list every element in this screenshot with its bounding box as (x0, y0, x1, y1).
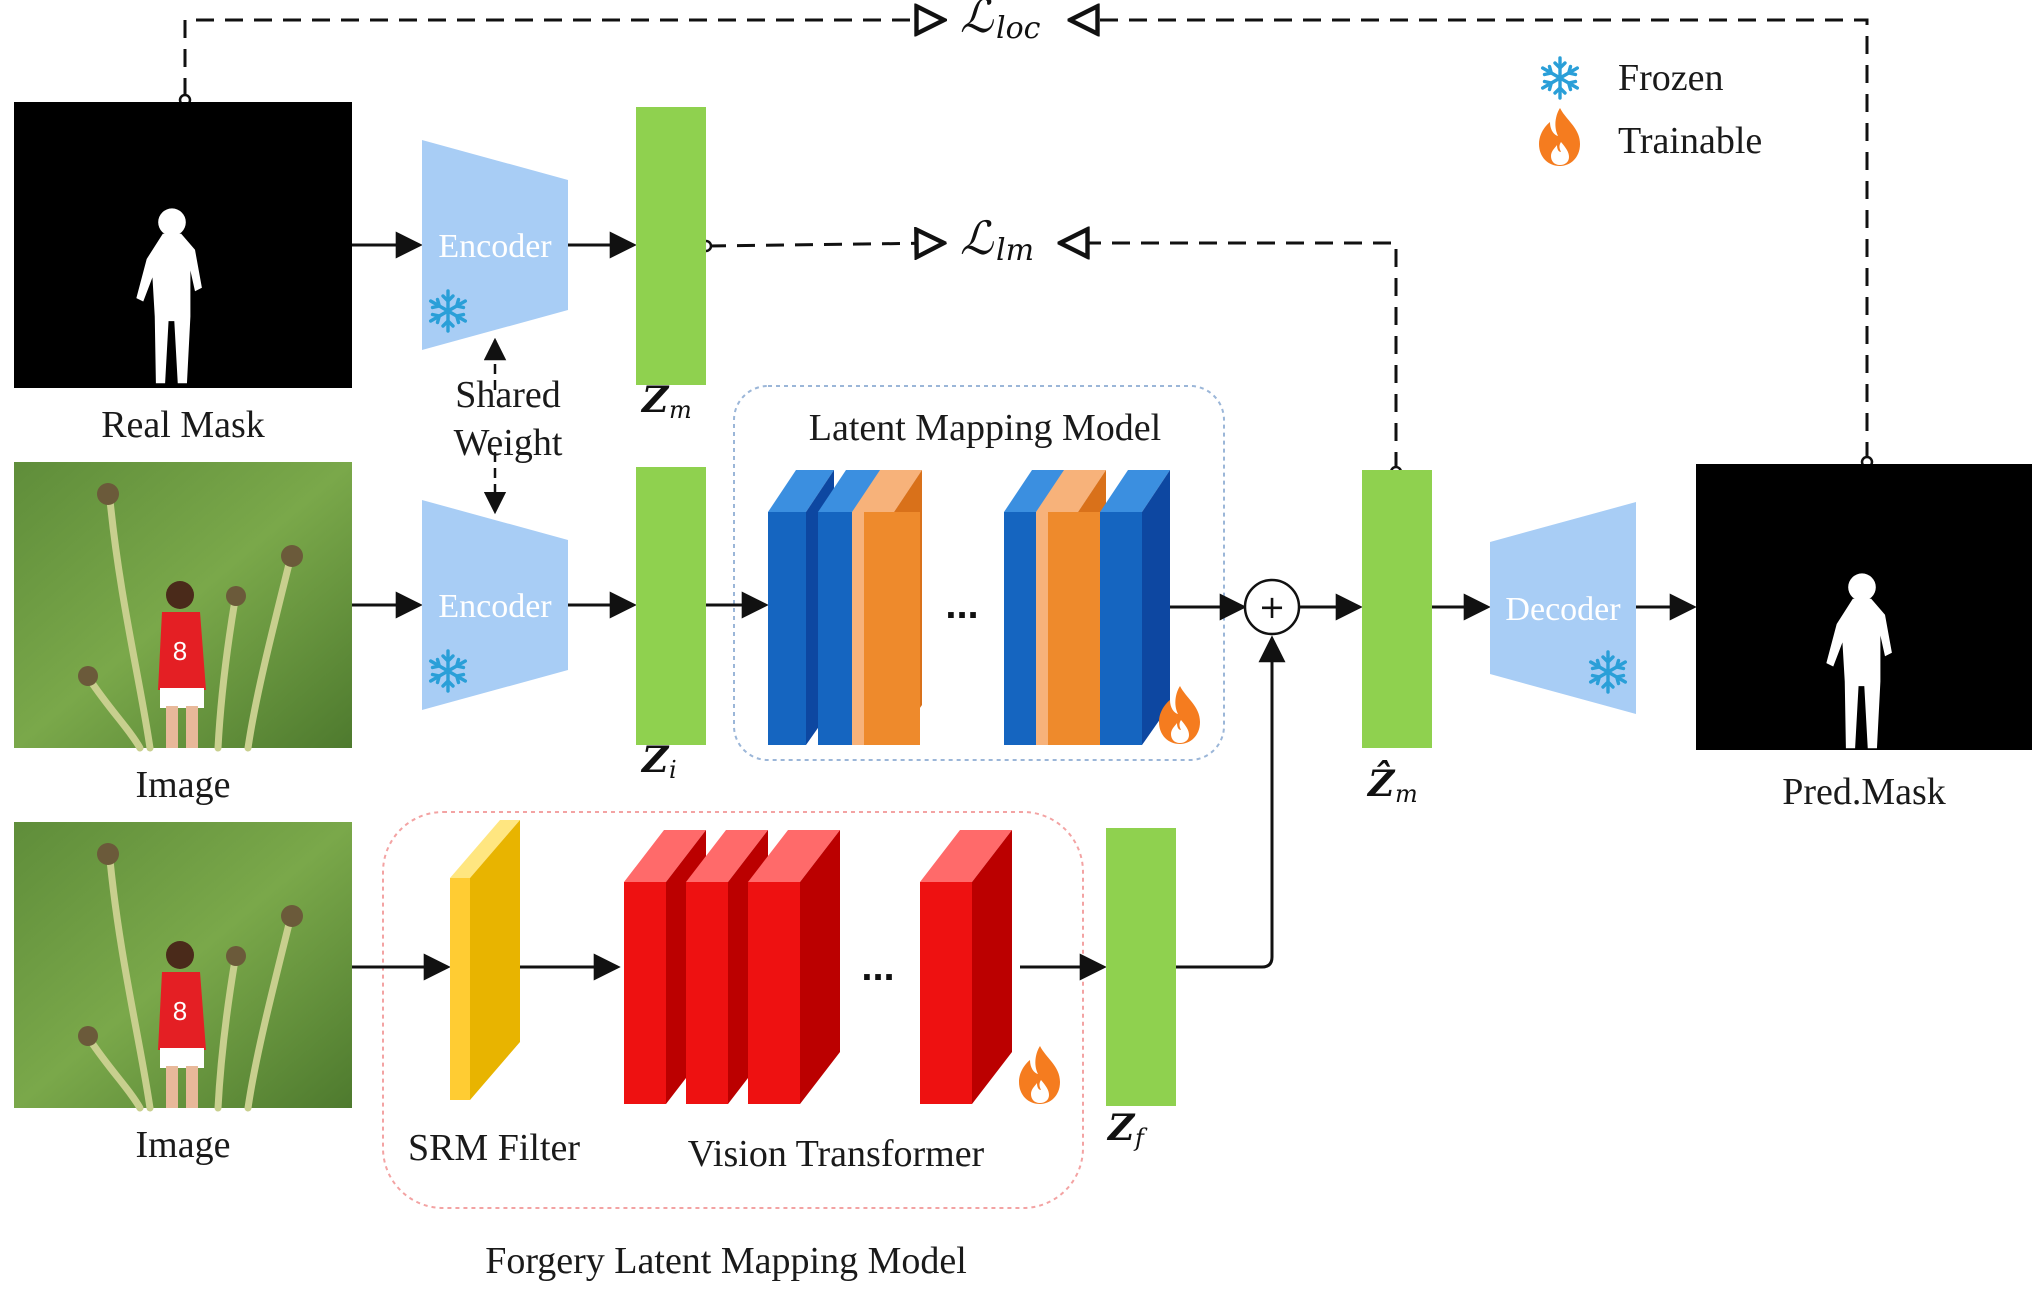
legend: Frozen Trainable (1539, 56, 1762, 166)
svg-text:Z: Z (640, 379, 670, 421)
latent-z-hat-m (1362, 470, 1432, 748)
shared-weight: Shared Weight (454, 337, 563, 515)
girl-figure: 8 (158, 581, 206, 748)
input-image-2: 8 (14, 822, 352, 1112)
latent-z-i (636, 467, 706, 745)
flame-icon (1539, 108, 1580, 166)
loss-lm-subscript: lm (996, 233, 1034, 268)
legend-frozen-label: Frozen (1618, 57, 1724, 99)
plus-operator: + (1243, 578, 1301, 636)
ellipsis: ... (945, 583, 978, 627)
latent-z-i-label: Z i (640, 739, 677, 784)
vit-block-4 (920, 830, 1012, 1104)
svg-text:8: 8 (173, 996, 187, 1026)
loss-lm-loop (707, 243, 1398, 470)
loss-lm-symbol: ℒ (960, 211, 994, 265)
loss-loc-label: ℒ loc (960, 0, 1041, 46)
vit-block-3 (748, 830, 840, 1104)
latent-mapping-model-label: Latent Mapping Model (809, 407, 1161, 449)
loss-lm-label: ℒ lm (960, 211, 1034, 268)
latent-z-m (636, 107, 706, 385)
real-mask-label: Real Mask (101, 404, 265, 446)
svg-text:i: i (669, 756, 677, 784)
loss-loc-symbol: ℒ (960, 0, 994, 43)
latent-z-f-label: Z f (1106, 1107, 1148, 1152)
svg-text:f: f (1133, 1124, 1148, 1152)
vit-block-2 (686, 830, 768, 1104)
loss-loc-subscript: loc (996, 11, 1041, 46)
vit-ellipsis: ... (861, 945, 894, 989)
snowflake-icon (1540, 56, 1580, 100)
encoder-mid-label: Encoder (438, 588, 552, 625)
shared-weight-line1: Shared (455, 374, 561, 416)
image-label-2: Image (136, 1124, 231, 1166)
encoder-mid: Encoder (422, 500, 568, 710)
decoder-label: Decoder (1505, 591, 1621, 628)
forgery-latent-mapping-model-label: Forgery Latent Mapping Model (485, 1240, 967, 1282)
plus-symbol: + (1259, 588, 1286, 626)
legend-trainable-label: Trainable (1618, 120, 1762, 162)
mapping-block-blue-4 (1100, 470, 1170, 745)
srm-filter-label: SRM Filter (408, 1127, 580, 1169)
svg-text:Z: Z (640, 739, 670, 781)
latent-mapping-model: Latent Mapping Model (733, 385, 1225, 761)
girl-figure: 8 (158, 941, 206, 1108)
latent-z-f (1106, 828, 1176, 1106)
shared-weight-line2: Weight (454, 422, 563, 464)
latent-z-hat-m-label: Ẑ m (1366, 761, 1418, 808)
svg-text:m: m (1395, 780, 1418, 808)
svg-text:Ẑ: Ẑ (1366, 761, 1396, 805)
decoder: Decoder (1490, 502, 1636, 714)
vision-transformer-label: Vision Transformer (688, 1133, 985, 1175)
forgery-latent-mapping-model: Forgery Latent Mapping Model (382, 811, 1084, 1282)
mapping-block-orange-2 (1036, 470, 1106, 745)
latent-z-m-label: Z m (640, 379, 692, 424)
vision-transformer-blocks: ... (624, 830, 1060, 1104)
image-label-1: Image (136, 764, 231, 806)
flame-icon (1019, 1046, 1060, 1104)
srm-filter-block (450, 820, 520, 1100)
pred-mask-label: Pred.Mask (1782, 771, 1946, 813)
svg-text:8: 8 (173, 636, 187, 666)
input-image-1: 8 (14, 462, 352, 752)
encoder-top-label: Encoder (438, 228, 552, 265)
encoder-top: Encoder (422, 140, 568, 350)
mapping-block-orange-1 (852, 470, 922, 745)
svg-text:Z: Z (1106, 1107, 1136, 1149)
latent-mapping-blocks: ... (768, 470, 1200, 745)
loss-loc-loop (183, 20, 1869, 460)
svg-text:m: m (669, 396, 692, 424)
real-mask-image (14, 102, 352, 388)
pred-mask-image (1696, 464, 2032, 750)
